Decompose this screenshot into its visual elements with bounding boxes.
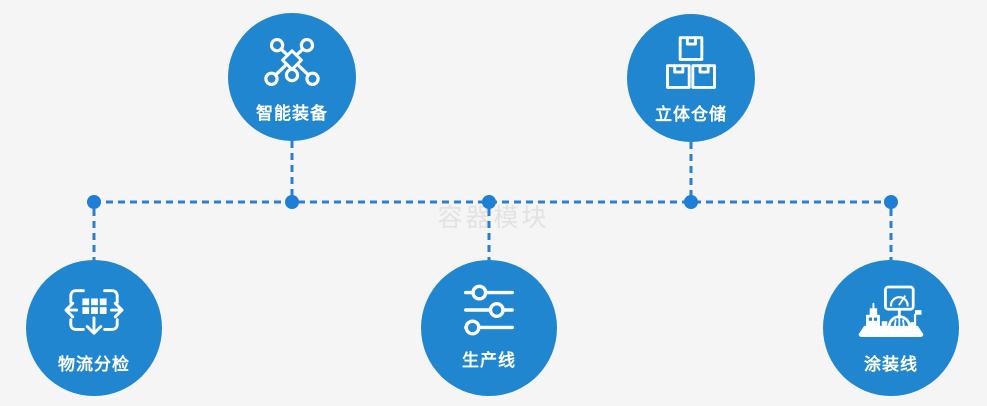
junction-dot [684,195,698,209]
node-production-line: 生产线 [421,260,557,396]
node-label: 立体仓储 [655,105,727,125]
node-smart-equipment: 智能装备 [228,13,356,141]
junction-dot [482,195,496,209]
node-stereo-warehouse: 立体仓储 [627,14,755,142]
sliders-icon [458,283,520,337]
console-machine-icon [854,283,928,341]
node-label: 物流分检 [58,355,130,375]
move-arrows-grid-icon [63,283,125,341]
node-label: 智能装备 [256,104,328,124]
junction-dot [884,195,898,209]
stacked-boxes-icon [662,35,720,91]
node-label: 生产线 [462,351,516,371]
node-logistics-sorting: 物流分检 [26,260,162,396]
node-label: 涂装线 [864,355,918,375]
node-painting-line: 涂装线 [823,260,959,396]
network-nodes-icon [262,34,322,90]
junction-dot [87,195,101,209]
junction-dot [285,195,299,209]
